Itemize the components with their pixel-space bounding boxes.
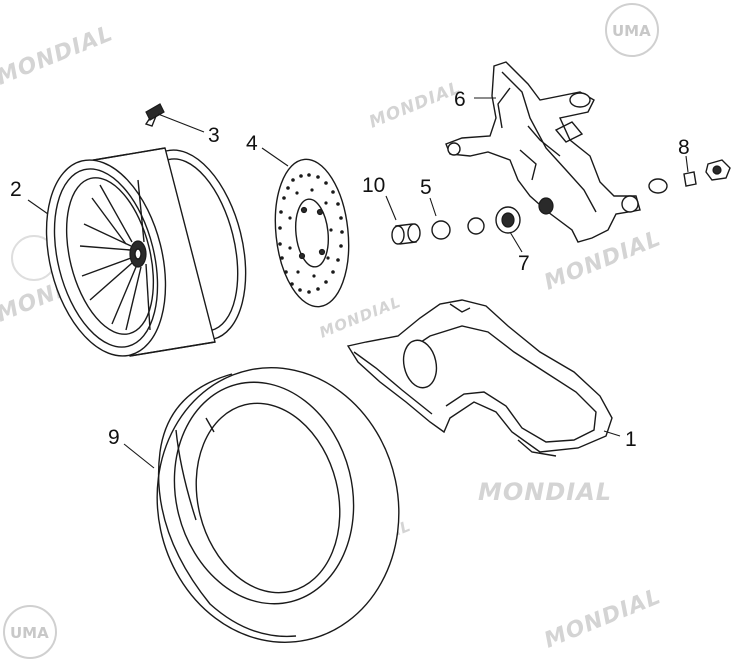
svg-text:UMA: UMA: [612, 22, 651, 40]
part-bearing: [495, 206, 521, 234]
leader-4: [261, 147, 289, 167]
watermark-uma-logo: UMA: [605, 3, 659, 57]
part-brake-disc: [274, 158, 350, 308]
leader-lines: [27, 97, 689, 469]
callout-5: 5: [420, 176, 432, 199]
watermark-uma-logo: UMA: [3, 605, 57, 659]
part-nut-washer: [648, 178, 668, 194]
callout-3: 3: [208, 124, 220, 147]
leader-1: [603, 430, 621, 437]
callout-8: 8: [678, 136, 690, 159]
leader-8: [685, 155, 689, 173]
callout-2: 2: [10, 178, 22, 201]
part-axle-nut: [705, 159, 731, 181]
leader-5: [429, 197, 437, 217]
watermark-mondial: MONDIAL: [541, 584, 665, 653]
callout-1: 1: [625, 428, 637, 451]
callout-7: 7: [518, 252, 530, 275]
part-rear-wheel-rim: [45, 147, 247, 357]
watermark-mondial: MONDIAL: [366, 78, 463, 133]
callout-9: 9: [108, 426, 120, 449]
part-swing-arm-bracket: [445, 61, 641, 243]
leader-3: [157, 113, 205, 133]
callout-6: 6: [454, 88, 466, 111]
callout-4: 4: [246, 132, 258, 155]
watermark-mondial: MONDIAL: [478, 478, 612, 506]
leader-9: [123, 443, 155, 469]
part-valve-screw: [144, 103, 165, 127]
part-washer-small: [467, 217, 485, 235]
leader-10: [385, 195, 397, 221]
part-rear-tyre: [156, 367, 400, 643]
part-inner-mudguard: [346, 299, 613, 457]
part-cotter-pin: [683, 171, 697, 187]
part-spacer-bushing: [391, 223, 421, 245]
leader-7: [509, 231, 523, 253]
watermark-mondial: MONDIAL: [0, 21, 117, 90]
svg-text:UMA: UMA: [10, 624, 49, 642]
watermark-mondial: MONDIAL: [541, 226, 665, 295]
callout-10: 10: [362, 174, 385, 197]
leader-2: [27, 199, 49, 215]
part-washer: [431, 220, 451, 240]
callout-labels: 1 2 3 4 5 6 7 8 9 10: [10, 88, 690, 451]
